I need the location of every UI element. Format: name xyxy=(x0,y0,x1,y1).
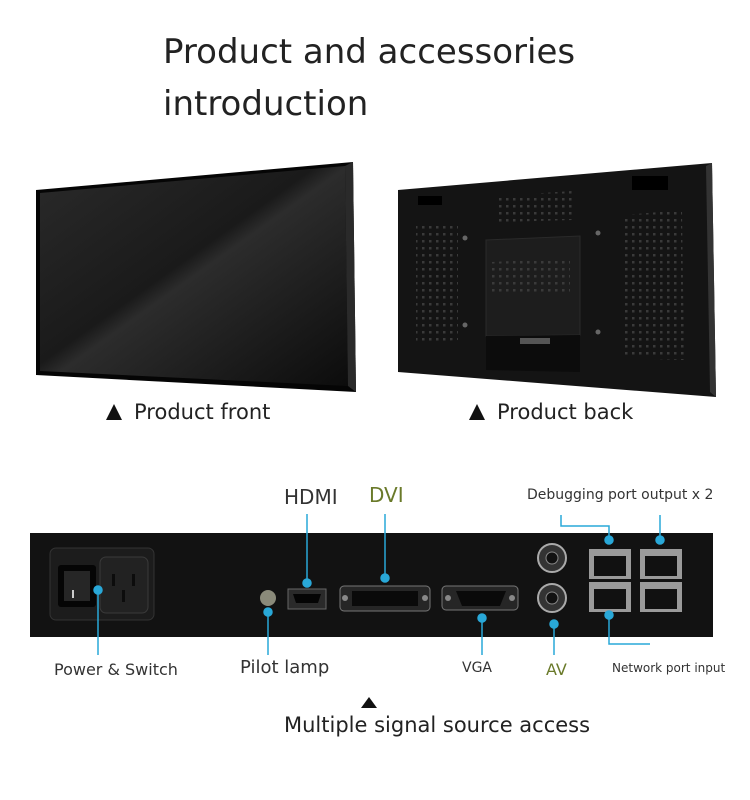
product-front-image xyxy=(36,162,356,392)
caption-back: Product back xyxy=(469,400,633,424)
vga-label: VGA xyxy=(462,660,493,676)
caption-bottom: Multiple signal source access xyxy=(284,713,591,737)
up-arrow-icon xyxy=(469,404,485,420)
av-label: AV xyxy=(546,660,567,679)
power-switch-label: Power & Switch xyxy=(54,660,178,679)
debug-port-label: Debugging port output x 2 xyxy=(527,487,714,503)
caption-front: Product front xyxy=(106,400,270,424)
dvi-label: DVI xyxy=(369,483,404,507)
title-line-1: Product and accessories xyxy=(163,32,576,72)
hdmi-label: HDMI xyxy=(284,485,338,509)
title-line-2: introduction xyxy=(163,84,369,124)
page-title: Product and accessories introduction xyxy=(163,26,575,130)
io-panel-image xyxy=(30,533,713,637)
product-back-image xyxy=(398,163,716,397)
up-arrow-icon xyxy=(106,404,122,420)
up-arrow-icon xyxy=(361,697,377,708)
network-port-label: Network port input xyxy=(612,661,726,675)
pilot-lamp-label: Pilot lamp xyxy=(240,657,330,678)
callout-lines xyxy=(93,514,665,655)
